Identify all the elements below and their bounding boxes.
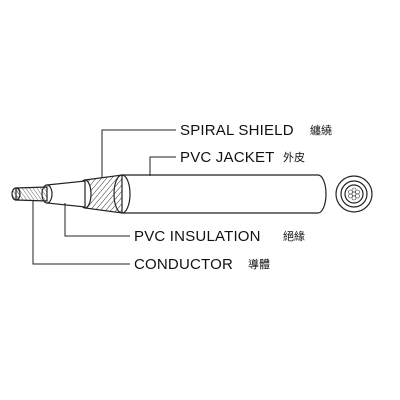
label-pvc-insulation: PVC INSULATION 絕緣 bbox=[134, 228, 305, 245]
label-spiral-shield-en: SPIRAL SHIELD bbox=[180, 122, 294, 139]
label-conductor-zh: 導體 bbox=[248, 257, 270, 271]
label-conductor: CONDUCTOR 導體 bbox=[134, 256, 270, 273]
leader-spiral-shield bbox=[101, 129, 176, 178]
label-spiral-shield-zh: 纏繞 bbox=[310, 123, 332, 137]
leader-pvc-jacket bbox=[149, 156, 176, 176]
label-pvc-jacket-en: PVC JACKET bbox=[180, 149, 275, 166]
label-pvc-insulation-en: PVC INSULATION bbox=[134, 228, 261, 245]
label-spiral-shield: SPIRAL SHIELD 纏繞 bbox=[180, 122, 332, 139]
label-pvc-insulation-zh: 絕緣 bbox=[283, 230, 305, 243]
leader-pvc-insulation bbox=[64, 203, 130, 237]
conductor-part bbox=[11, 186, 48, 202]
cable-end-view bbox=[335, 175, 373, 213]
pvc-insulation-part bbox=[41, 180, 86, 208]
conductor-strands-icon bbox=[348, 187, 360, 201]
leader-conductor bbox=[32, 200, 130, 265]
pvc-jacket-part bbox=[113, 174, 327, 214]
label-pvc-jacket: PVC JACKET 外皮 bbox=[180, 149, 305, 166]
label-pvc-jacket-zh: 外皮 bbox=[283, 151, 305, 164]
leader-lines bbox=[32, 129, 176, 265]
label-conductor-en: CONDUCTOR bbox=[134, 256, 233, 273]
